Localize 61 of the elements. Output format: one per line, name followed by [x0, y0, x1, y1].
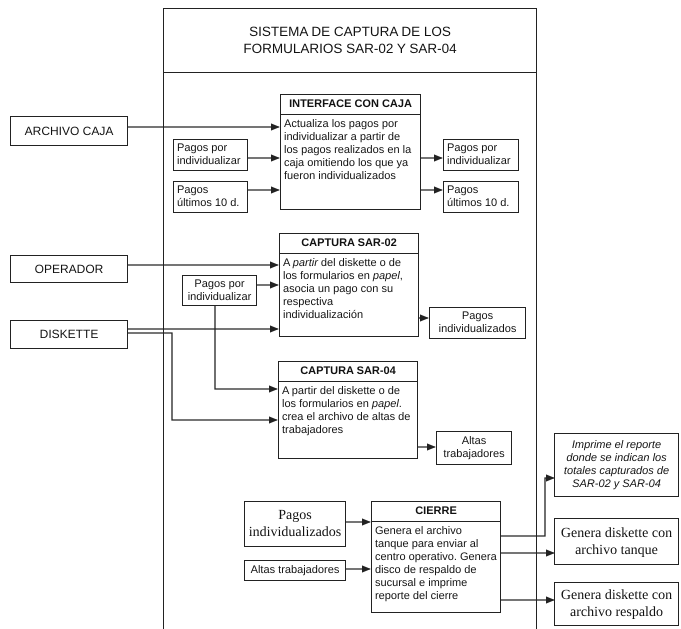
box-label: Pagos por individualizar [186, 278, 252, 304]
data-box [10, 116, 128, 146]
process-description: Genera el archivo tanque para enviar al centro operativo. Genera disco de respaldo de sucursal e imprime reporte del cierre [374, 524, 498, 604]
data-box [429, 307, 526, 339]
arrow [247, 186, 280, 194]
data-box [436, 431, 512, 465]
process-heading: CAPTURA SAR-02 [280, 234, 418, 254]
box-label: Pagos por individualizar [177, 142, 242, 168]
box-label: ARCHIVO CAJA [24, 124, 114, 138]
system-frame [163, 8, 537, 629]
box-label: Altas trabajadores [442, 435, 506, 461]
box-label: Genera diskette con archivo tanque [560, 524, 674, 558]
arrow [214, 305, 278, 393]
process-box [279, 233, 419, 337]
box-label: Pagos por individualizar [447, 142, 512, 168]
process-heading: INTERFACE CON CAJA [281, 95, 420, 115]
arrow [418, 314, 429, 322]
arrow [128, 261, 279, 269]
data-box [443, 139, 519, 171]
arrow [345, 518, 371, 526]
arrow [500, 474, 555, 537]
process-box [278, 361, 418, 459]
data-box [182, 275, 257, 306]
data-box [10, 320, 128, 349]
data-box [244, 501, 346, 547]
process-description: A partir del diskette o de los formularios en papel. crea el archivo de altas de trabajadores [281, 384, 412, 438]
arrow [417, 443, 436, 451]
box-label: Altas trabajadores [250, 564, 340, 577]
data-box [554, 433, 679, 497]
process-description: A partir del diskette o de los formularios en papel, asocia un pago con su respectiva individualización [282, 256, 404, 323]
arrow [420, 154, 443, 162]
box-label: Pagos individualizados [248, 507, 342, 541]
data-box [173, 181, 248, 213]
data-box [244, 560, 346, 581]
data-box [173, 139, 248, 171]
arrow [500, 549, 555, 557]
arrow [345, 565, 371, 573]
data-box [443, 181, 519, 213]
box-label: Pagos últimos 10 d. [177, 184, 240, 210]
arrow [128, 123, 280, 131]
process-box [371, 501, 501, 613]
data-box [554, 518, 679, 565]
box-label: DISKETTE [40, 328, 98, 341]
arrow [500, 596, 555, 604]
arrow [420, 186, 443, 194]
process-heading: CAPTURA SAR-04 [279, 362, 417, 382]
box-label: Pagos últimos 10 d. [447, 184, 510, 210]
data-box [10, 255, 128, 283]
box-label: Imprime el reporte donde se indican los totales capturados de SAR-02 y SAR-04 [562, 439, 670, 491]
process-description: Actualiza los pagos por individualizar a partir de los pagos realizados en la caja omitiendo los que ya fueron individualizados [283, 117, 412, 184]
box-label: Pagos individualizados [438, 310, 518, 336]
data-box [554, 582, 679, 626]
box-label: Genera diskette con archivo respaldo [560, 587, 674, 621]
process-box [280, 94, 421, 210]
frame-title: SISTEMA DE CAPTURA DE LOS FORMULARIOS SAR-02 Y SAR-04 [164, 9, 536, 73]
arrow [256, 281, 279, 289]
arrow [128, 332, 278, 424]
process-heading: CIERRE [372, 502, 500, 522]
arrow [247, 154, 280, 162]
box-label: OPERADOR [34, 262, 104, 276]
arrow [128, 325, 279, 333]
